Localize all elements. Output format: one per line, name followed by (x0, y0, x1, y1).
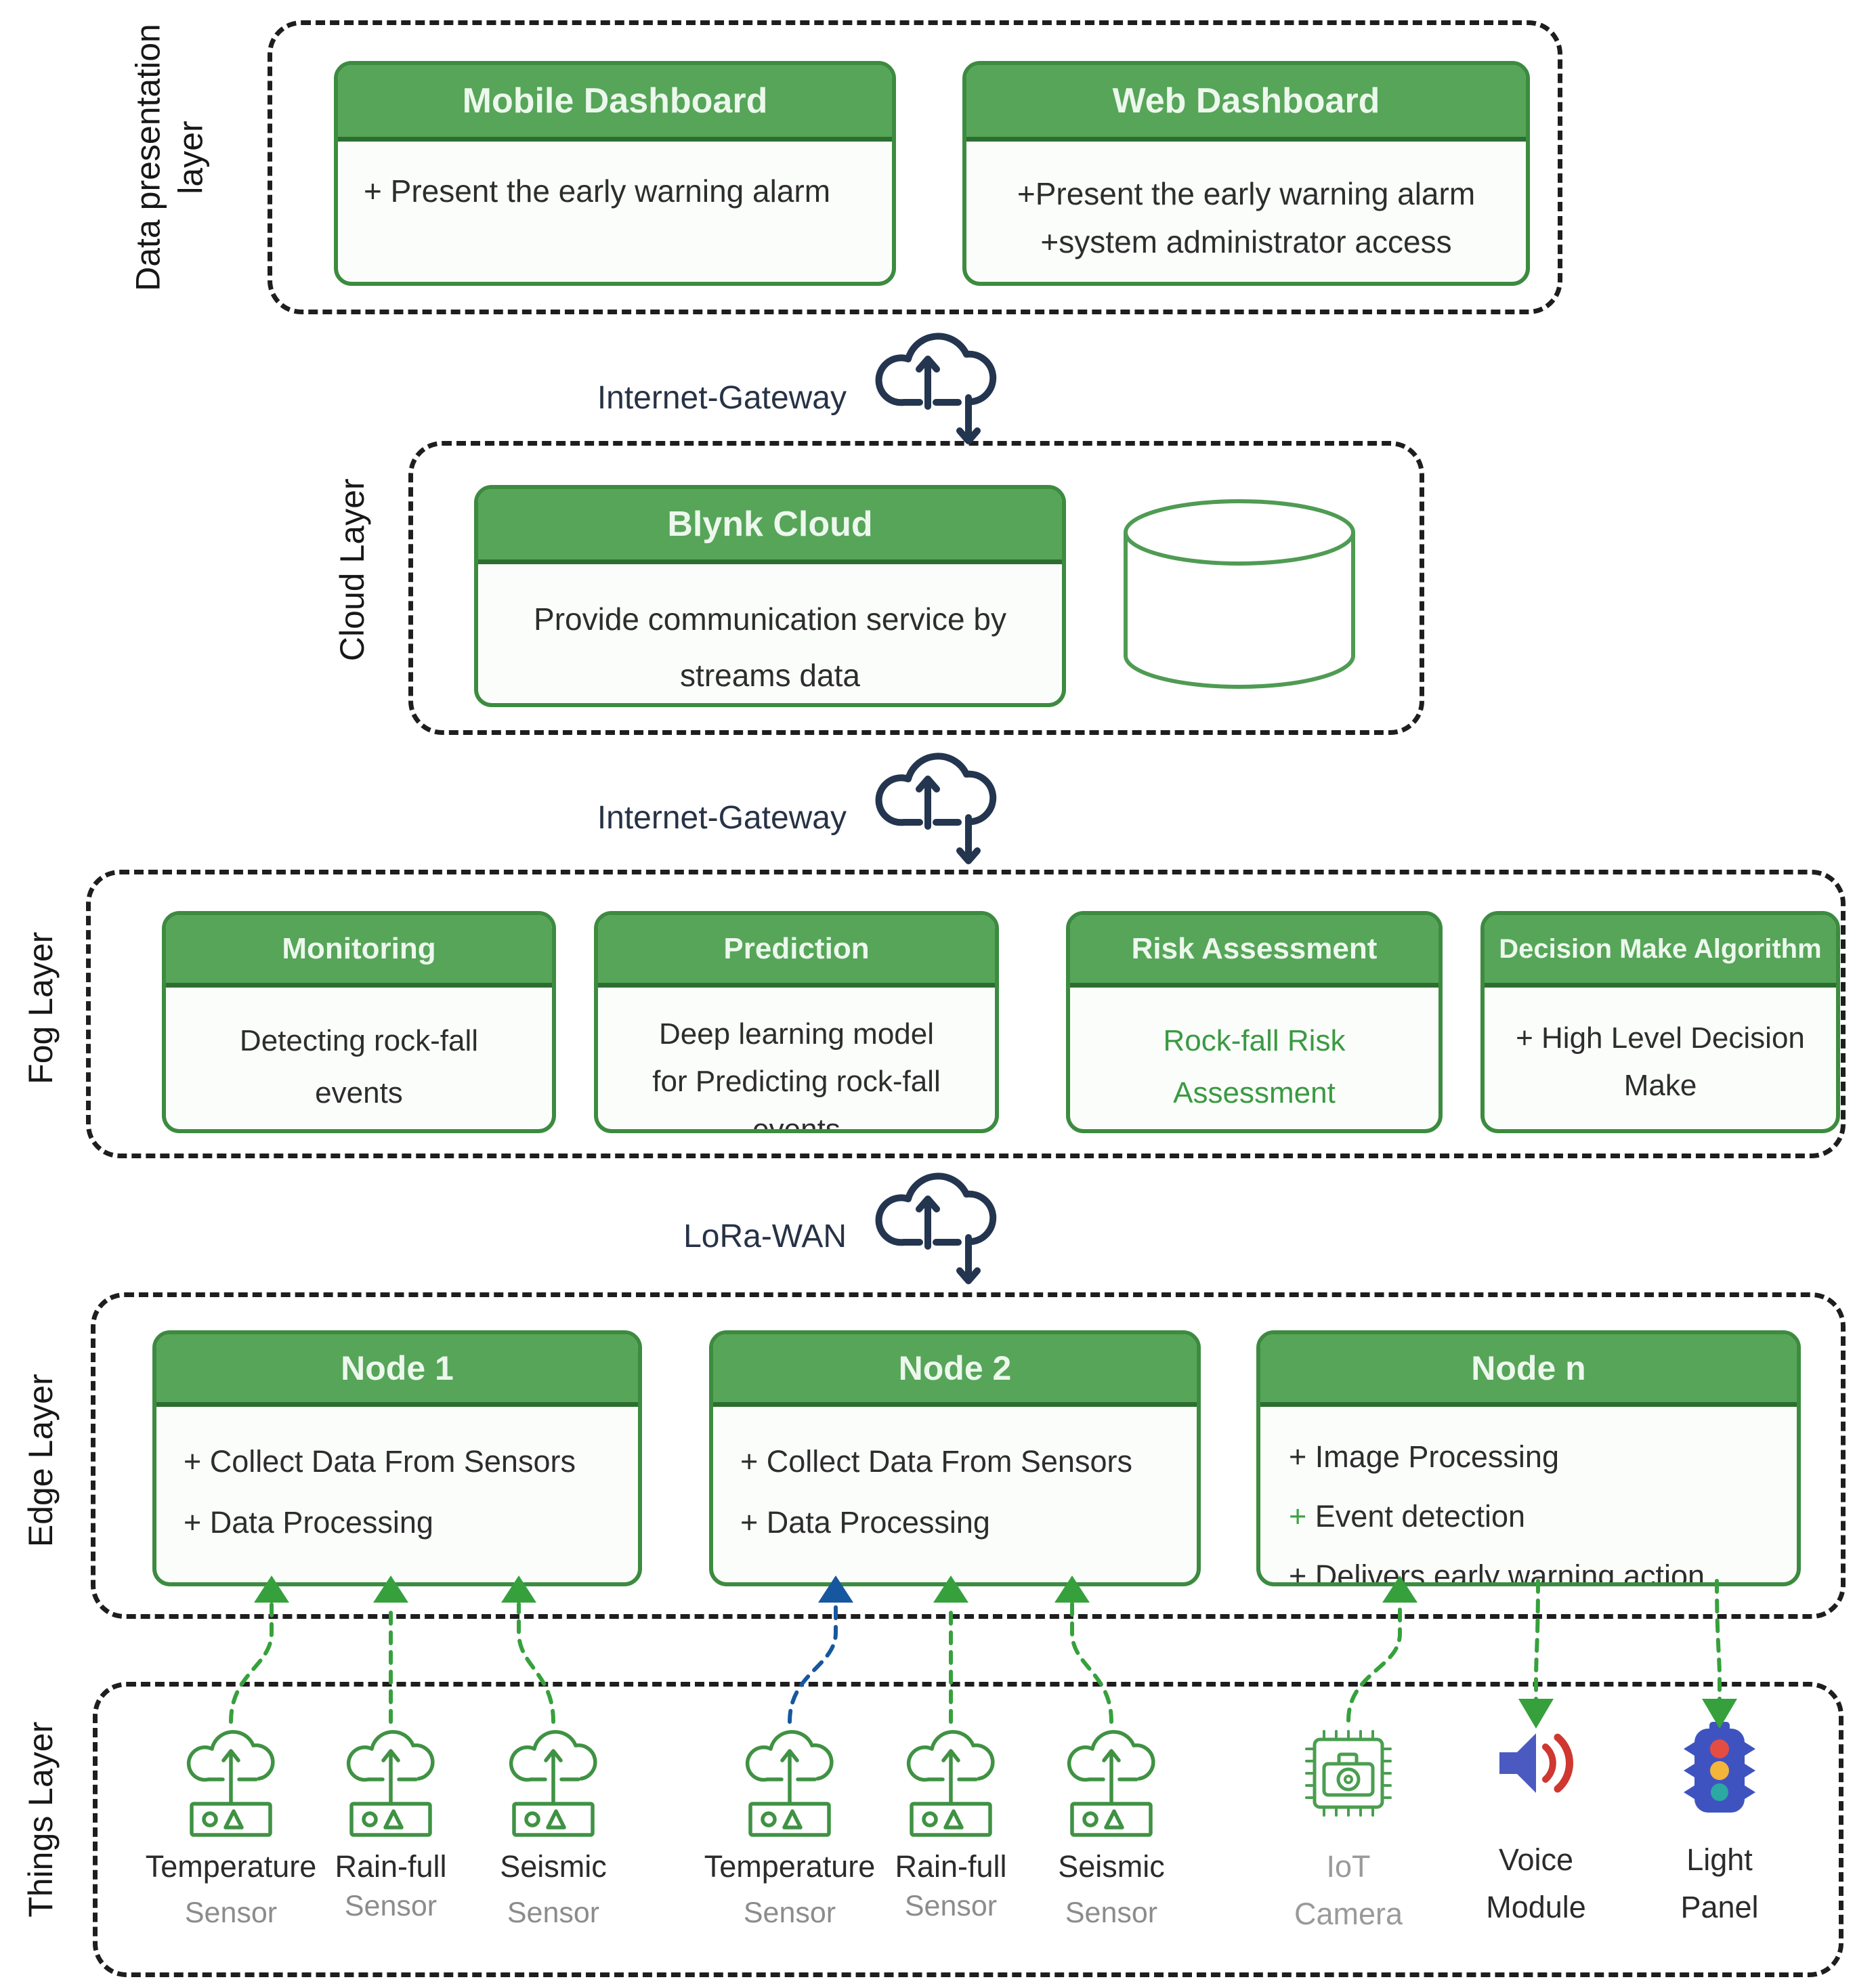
web-dashboard-title: Web Dashboard (966, 65, 1526, 142)
prediction-line: for Predicting rock-fall (652, 1065, 941, 1099)
cloud-layer-label: Cloud Layer (333, 478, 371, 662)
risk-assessment-line: Assessment (1173, 1076, 1336, 1109)
node-1-line: + Collect Data From Sensors (184, 1444, 576, 1479)
things-layer-container (93, 1682, 1843, 1977)
edge-layer-label: Edge Layer (21, 1374, 60, 1548)
node-n-line: Delivers early warning action (1315, 1558, 1705, 1586)
internet-gateway-label: Internet-Gateway (597, 380, 847, 416)
sensor-type-label: Sensor (184, 1897, 278, 1929)
lora-wan-label: LoRa-WAN (683, 1219, 847, 1254)
data-presentation-layer-label: Data presentation layer (129, 24, 210, 291)
plus-sign: + (1289, 1558, 1307, 1586)
sensor-type-label: Sensor (344, 1890, 438, 1922)
mobile-dashboard-line: + Present the early warning alarm (364, 173, 831, 209)
decision-make-title: Decision Make Algorithm (1485, 915, 1836, 988)
sensor-name-label: Rain-full (335, 1849, 447, 1884)
node-n-line: Image Processing (1315, 1439, 1559, 1474)
node-2-line: + Collect Data From Sensors (740, 1444, 1132, 1479)
data-presentation-layer-container (268, 20, 1562, 314)
sensor-name-label: Seismic (1058, 1849, 1165, 1884)
sensor-type-label: Sensor (507, 1897, 600, 1929)
web-dashboard-line: +system administrator access (1040, 224, 1452, 260)
blynk-cloud-title: Blynk Cloud (478, 489, 1062, 564)
sensor-name-label: Rain-full (895, 1849, 1007, 1884)
node-1-title: Node 1 (156, 1334, 638, 1407)
node-n-box: Node n + Image Processing + Event detect… (1256, 1330, 1801, 1586)
node-1-box: Node 1 + Collect Data From Sensors + Dat… (152, 1330, 642, 1586)
sensor-name-label: Temperature (145, 1849, 317, 1884)
node-1-line: + Data Processing (184, 1505, 433, 1540)
sensor-type-label: Sensor (904, 1890, 998, 1922)
light-panel-label: Panel (1680, 1890, 1759, 1924)
prediction-box: Prediction Deep learning model for Predi… (594, 911, 999, 1133)
decision-make-line: Make (1623, 1069, 1697, 1103)
risk-assessment-title: Risk Assessment (1070, 915, 1438, 988)
blynk-cloud-line: streams data (680, 657, 860, 693)
sensor-name-label: Temperature (704, 1849, 876, 1884)
sensor-name-label: Seismic (500, 1849, 607, 1884)
sensor-type-label: Sensor (1065, 1897, 1158, 1929)
node-2-title: Node 2 (713, 1334, 1197, 1407)
node-2-line: + Data Processing (740, 1505, 990, 1540)
voice-module-label: Module (1486, 1890, 1586, 1924)
node-2-box: Node 2 + Collect Data From Sensors + Dat… (709, 1330, 1201, 1586)
web-dashboard-line: +Present the early warning alarm (1017, 176, 1476, 211)
risk-assessment-box: Risk Assessment Rock-fall Risk Assessmen… (1066, 911, 1443, 1133)
blynk-cloud-line: Provide communication service by (534, 601, 1006, 637)
internet-gateway-label: Internet-Gateway (597, 800, 847, 836)
light-panel-label: Light (1686, 1842, 1753, 1877)
things-layer-label: Things Layer (21, 1721, 60, 1918)
web-dashboard-box: Web Dashboard +Present the early warning… (962, 61, 1530, 286)
decision-make-line: + High Level Decision (1516, 1021, 1805, 1055)
mobile-dashboard-title: Mobile Dashboard (338, 65, 892, 142)
blynk-cloud-box: Blynk Cloud Provide communication servic… (474, 485, 1066, 707)
mobile-dashboard-box: Mobile Dashboard + Present the early war… (334, 61, 896, 286)
node-n-line: Event detection (1315, 1498, 1526, 1534)
fog-layer-container (86, 870, 1846, 1158)
plus-sign: + (1289, 1439, 1307, 1474)
node-n-title: Node n (1260, 1334, 1797, 1407)
monitoring-line: events (315, 1076, 403, 1109)
sensor-type-label: Sensor (743, 1897, 836, 1929)
monitoring-title: Monitoring (166, 915, 552, 988)
prediction-line: events (752, 1112, 840, 1133)
prediction-title: Prediction (598, 915, 995, 988)
internet-gateway-cloud-icon (879, 756, 994, 861)
iot-camera-label: Camera (1294, 1897, 1403, 1931)
prediction-line: Deep learning model (658, 1017, 935, 1051)
iot-camera-label: IoT (1326, 1849, 1371, 1884)
decision-make-box: Decision Make Algorithm + High Level Dec… (1480, 911, 1840, 1133)
edge-layer-container (91, 1292, 1846, 1619)
monitoring-box: Monitoring Detecting rock-fall events (162, 911, 556, 1133)
fog-layer-label: Fog Layer (21, 931, 60, 1084)
cloud-storage-label: Storage (1185, 609, 1294, 644)
monitoring-line: Detecting rock-fall (239, 1024, 479, 1057)
cloud-storage-label: Cloud (1198, 562, 1281, 597)
risk-assessment-line: Rock-fall Risk (1163, 1024, 1346, 1057)
lora-wan-cloud-icon (879, 1176, 994, 1281)
plus-sign-green: + (1289, 1498, 1307, 1534)
voice-module-label: Voice (1498, 1842, 1574, 1877)
internet-gateway-cloud-icon (879, 336, 994, 441)
